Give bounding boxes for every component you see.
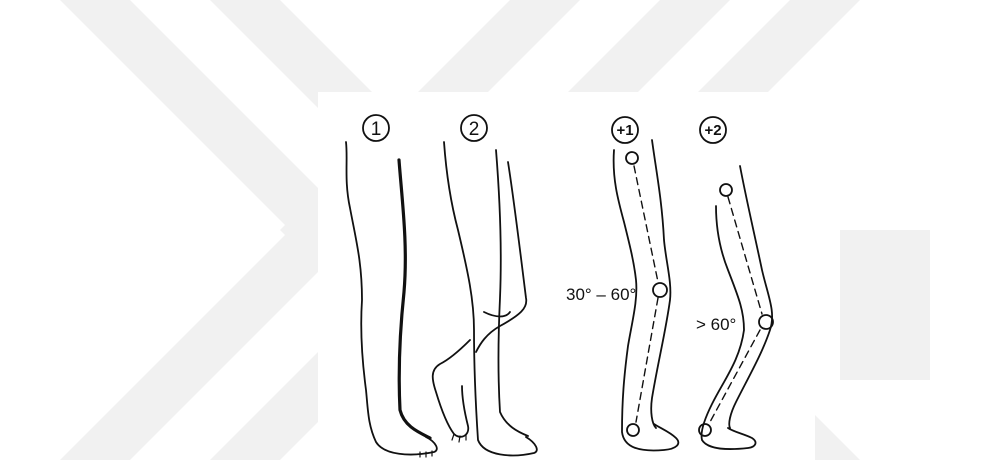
- angle-label-30-60: 30° – 60°: [566, 285, 636, 304]
- label-plus2: +2: [704, 122, 721, 139]
- angle-label-over-60: > 60°: [696, 315, 736, 334]
- watermark-chevron-6: [840, 230, 930, 380]
- label-1: 1: [371, 119, 382, 140]
- label-2: 2: [469, 119, 480, 140]
- label-plus1: +1: [616, 122, 633, 139]
- diagram-panel: [318, 92, 815, 464]
